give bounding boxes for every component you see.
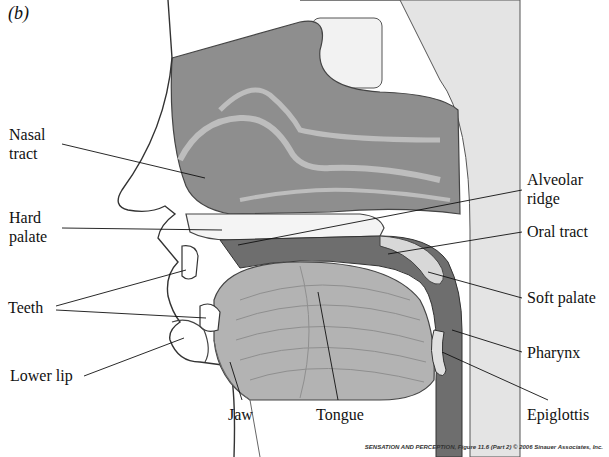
part-label: Pharynx — [527, 343, 580, 362]
part-label: Alveolar ridge — [527, 170, 601, 208]
leader-line — [62, 228, 222, 230]
leader-line — [56, 310, 206, 318]
leader-line — [230, 362, 242, 400]
nasal-cavity — [171, 21, 460, 214]
part-label: Soft palate — [527, 288, 596, 307]
leader-lines — [56, 144, 548, 400]
leader-line — [428, 272, 522, 298]
leader-line — [84, 338, 184, 376]
part-label: Oral tract — [527, 222, 588, 241]
part-label: Epiglottis — [527, 405, 589, 424]
leader-line — [62, 144, 205, 178]
tongue — [214, 262, 434, 400]
part-label: Jaw — [228, 405, 253, 424]
leader-line — [238, 190, 522, 245]
part-label: Hard palate — [9, 208, 65, 246]
leader-line — [388, 232, 522, 254]
panel-letter: (b) — [8, 4, 29, 23]
leader-line — [452, 330, 522, 352]
part-label: Nasal tract — [9, 125, 65, 163]
leader-line — [318, 292, 338, 400]
part-label: Lower lip — [10, 366, 73, 385]
leader-line — [56, 270, 186, 306]
part-label: Teeth — [8, 298, 43, 317]
teeth — [182, 246, 220, 332]
part-label: Tongue — [316, 405, 364, 424]
credit-line: SENSATION AND PERCEPTION, Figure 11.6 (P… — [365, 443, 603, 451]
jaw-and-lip — [172, 320, 260, 457]
